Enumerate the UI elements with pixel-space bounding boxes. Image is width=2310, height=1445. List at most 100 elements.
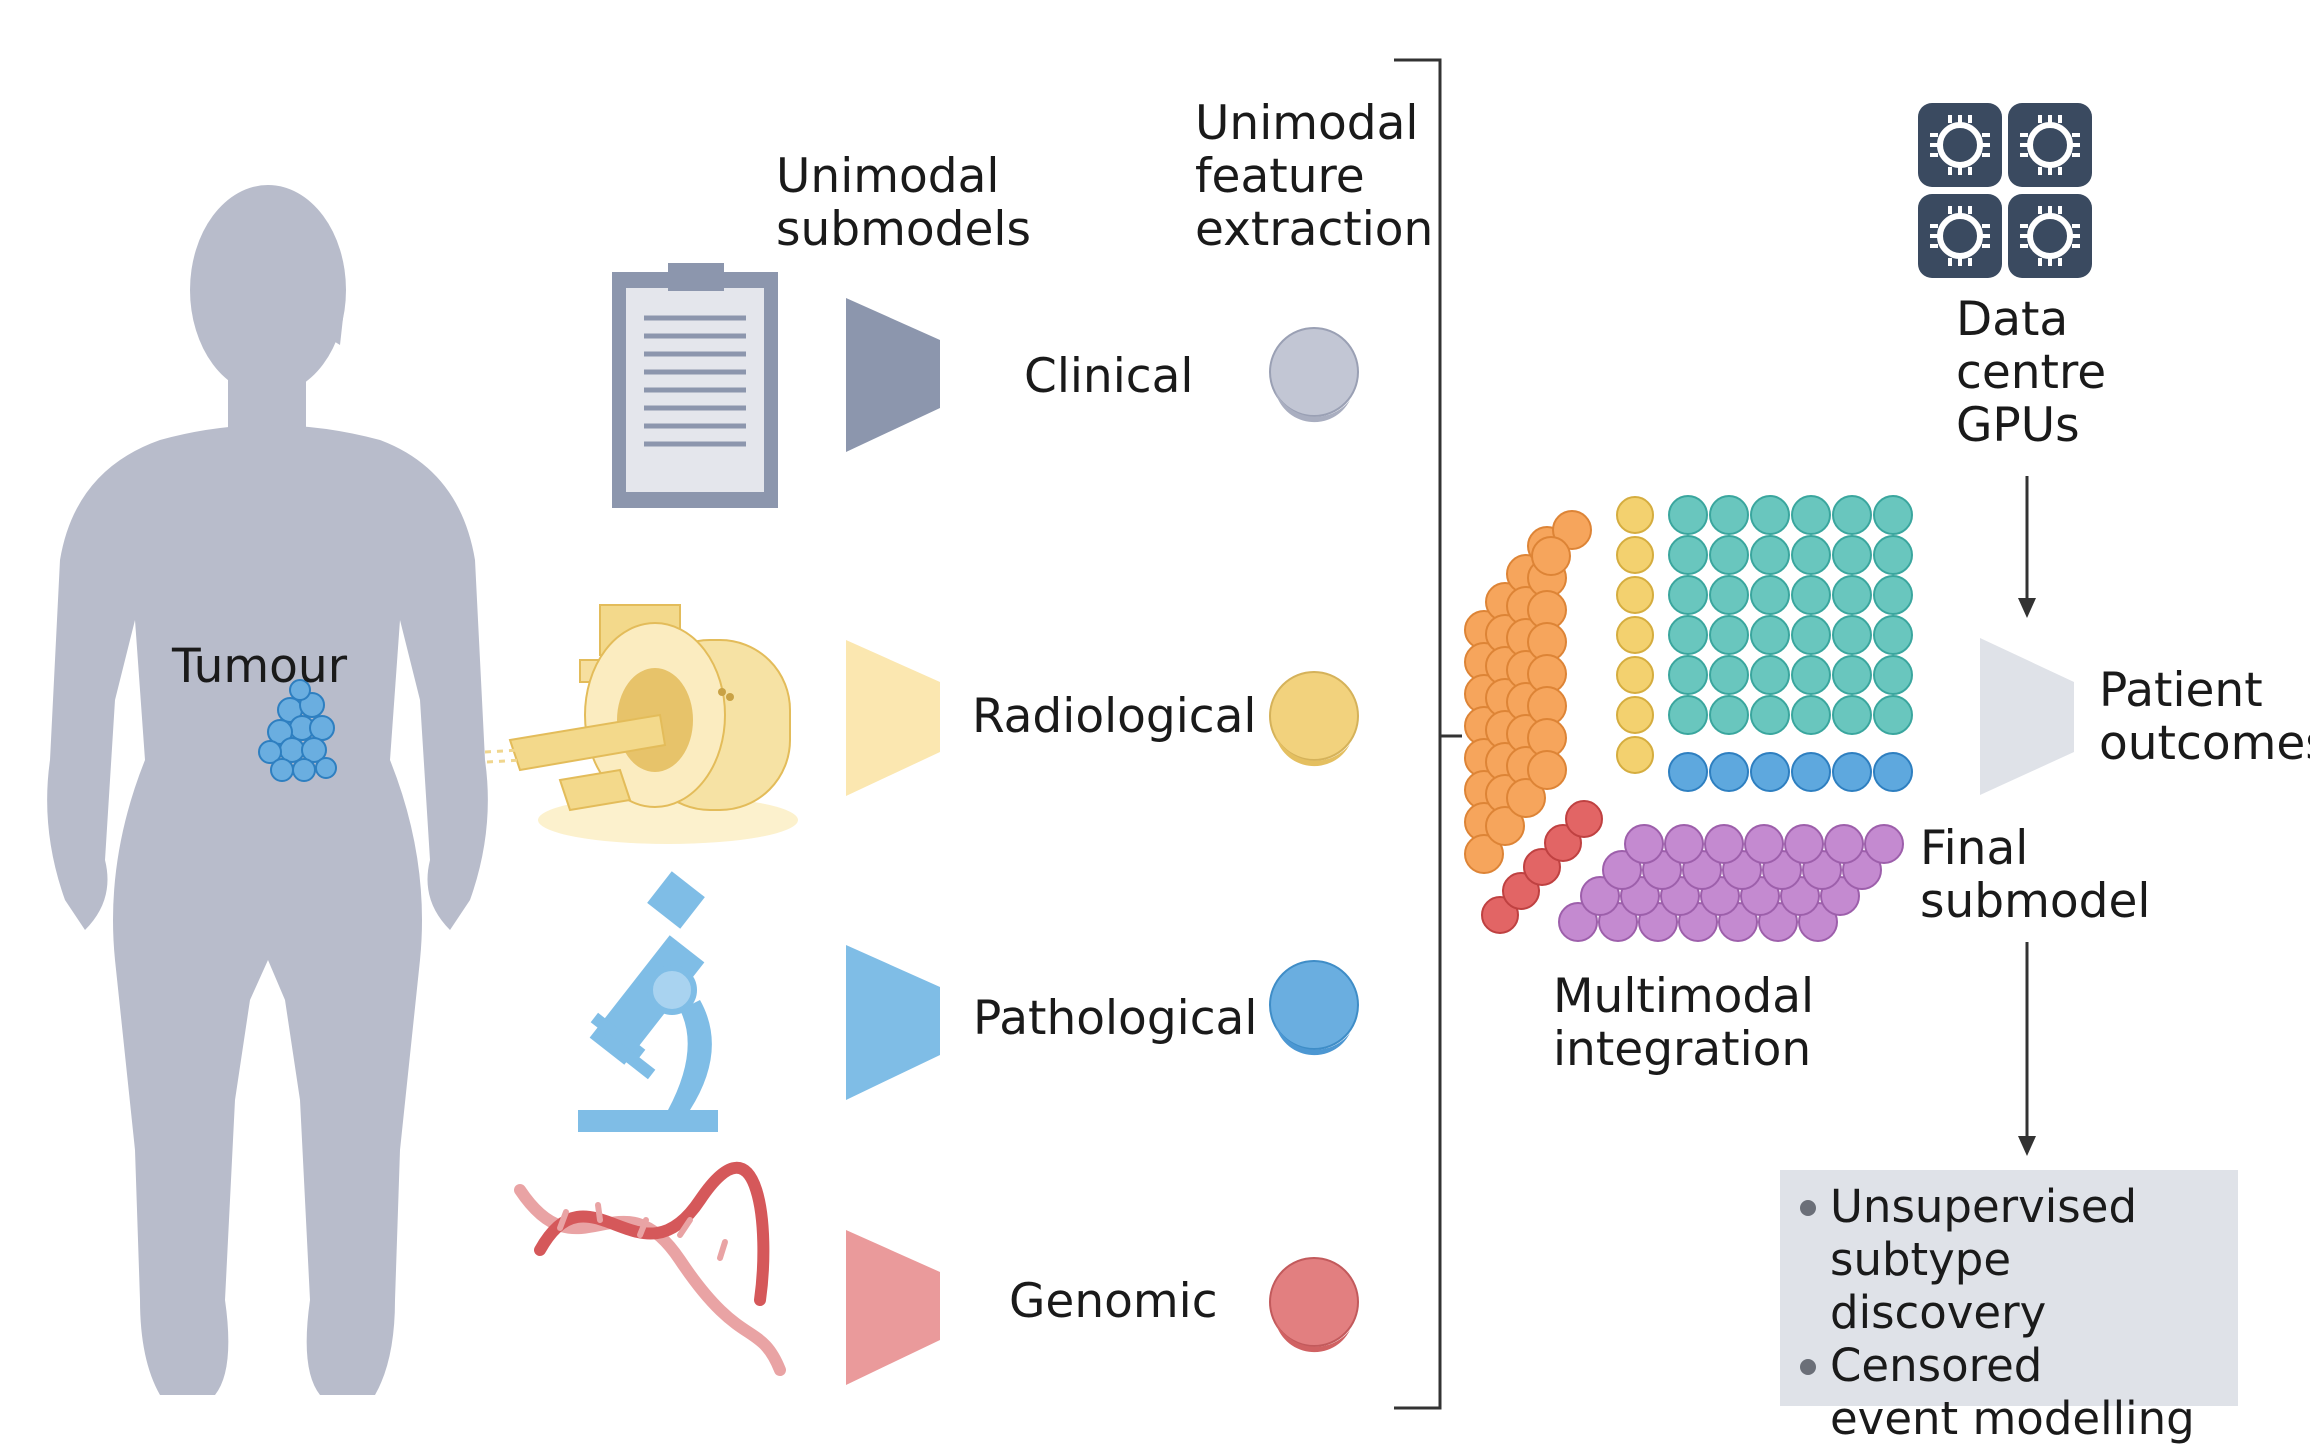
feature-sphere (1668, 695, 1708, 735)
gpu-chip-core (2027, 213, 2073, 259)
mri-scanner-icon (484, 604, 798, 844)
feature-sphere (1709, 655, 1749, 695)
output-item: Unsupervised subtype discovery (1794, 1180, 2238, 1339)
feature-sphere (1668, 752, 1708, 792)
feature-sphere (1709, 575, 1749, 615)
gpu-chip (1918, 194, 2002, 278)
arrow-final-to-outputs (2018, 942, 2036, 1156)
output-item: Censored event modelling (1794, 1339, 2238, 1445)
gpu-chip-icon (1918, 103, 2092, 278)
modality-label-radiological: Radiological (972, 689, 1257, 744)
gpu-chip (1918, 103, 2002, 187)
gpu-chip-core (1937, 122, 1983, 168)
feature-sphere (1616, 736, 1654, 774)
feature-sphere (1791, 655, 1831, 695)
feature-sphere (1668, 615, 1708, 655)
feature-sphere (1791, 752, 1831, 792)
feature-sphere (1527, 750, 1567, 790)
feature-sphere (1832, 535, 1872, 575)
feature-sphere (1602, 850, 1642, 890)
tumour-cells-icon (258, 679, 337, 782)
unimodal-submodels-label: Unimodal submodels (776, 149, 1031, 257)
pathological-feature-sphere (1269, 960, 1359, 1056)
feature-sphere (1832, 575, 1872, 615)
feature-sphere (1709, 695, 1749, 735)
bracket (1394, 58, 1462, 1410)
feature-sphere (1873, 615, 1913, 655)
modality-label-genomic: Genomic (1009, 1274, 1218, 1329)
feature-sphere (1791, 695, 1831, 735)
radiological-submodel (846, 640, 940, 796)
feature-sphere (1750, 535, 1790, 575)
feature-sphere (1565, 800, 1603, 838)
clinical-feature-sphere (1269, 327, 1359, 423)
feature-sphere (1832, 752, 1872, 792)
feature-sphere (1616, 496, 1654, 534)
feature-sphere (1791, 575, 1831, 615)
feature-sphere (1709, 752, 1749, 792)
feature-sphere (1531, 536, 1571, 576)
gpu-chip (2008, 103, 2092, 187)
feature-sphere (1750, 575, 1790, 615)
feature-sphere (1668, 575, 1708, 615)
feature-sphere (1616, 576, 1654, 614)
gpu-chip (2008, 194, 2092, 278)
radiological-feature-sphere (1269, 671, 1359, 767)
genomic-feature-sphere (1269, 1257, 1359, 1353)
feature-sphere (1464, 834, 1504, 874)
feature-sphere (1873, 752, 1913, 792)
microscope-icon (578, 871, 718, 1132)
gpu-chip-core (1937, 213, 1983, 259)
feature-sphere (1832, 655, 1872, 695)
pathological-submodel (846, 945, 940, 1100)
feature-sphere (1709, 495, 1749, 535)
feature-sphere (1832, 695, 1872, 735)
feature-sphere (1873, 575, 1913, 615)
feature-sphere (1616, 616, 1654, 654)
feature-sphere (1668, 655, 1708, 695)
feature-sphere (1506, 778, 1546, 818)
feature-sphere (1784, 824, 1824, 864)
feature-sphere (1664, 824, 1704, 864)
unimodal-feature-extraction-label: Unimodal feature extraction (1195, 96, 1434, 257)
patient-outcomes-label: Patient outcomes (2099, 663, 2310, 771)
feature-sphere (1864, 824, 1904, 864)
feature-sphere (1558, 902, 1598, 942)
feature-sphere (1709, 535, 1749, 575)
feature-sphere (1616, 696, 1654, 734)
feature-sphere (1580, 876, 1620, 916)
feature-sphere (1791, 615, 1831, 655)
feature-sphere (1832, 495, 1872, 535)
feature-sphere (1552, 510, 1592, 550)
feature-sphere (1709, 615, 1749, 655)
feature-sphere (1791, 495, 1831, 535)
feature-sphere (1750, 655, 1790, 695)
feature-sphere (1616, 656, 1654, 694)
modality-label-clinical: Clinical (1024, 349, 1194, 404)
feature-sphere (1523, 848, 1561, 886)
outputs-box: Unsupervised subtype discovery Censored … (1780, 1170, 2238, 1445)
feature-sphere (1832, 615, 1872, 655)
modality-label-pathological: Pathological (973, 991, 1258, 1046)
feature-sphere (1873, 655, 1913, 695)
final-submodel-label: Final submodel (1920, 821, 2151, 929)
final-submodel (1980, 638, 2074, 795)
feature-sphere (1502, 872, 1540, 910)
feature-sphere (1873, 695, 1913, 735)
multimodal-integration-label: Multimodal integration (1553, 969, 1815, 1077)
feature-sphere (1824, 824, 1864, 864)
feature-sphere (1544, 824, 1582, 862)
dna-helix-icon (514, 1162, 786, 1376)
feature-sphere (1616, 536, 1654, 574)
gpu-chip-core (2027, 122, 2073, 168)
feature-sphere (1624, 824, 1664, 864)
feature-sphere (1873, 535, 1913, 575)
feature-sphere (1744, 824, 1784, 864)
feature-sphere (1668, 495, 1708, 535)
clipboard-icon (612, 263, 778, 508)
feature-sphere (1750, 695, 1790, 735)
feature-sphere (1704, 824, 1744, 864)
arrow-gpu-to-final (2018, 476, 2036, 618)
genomic-submodel (846, 1230, 940, 1385)
